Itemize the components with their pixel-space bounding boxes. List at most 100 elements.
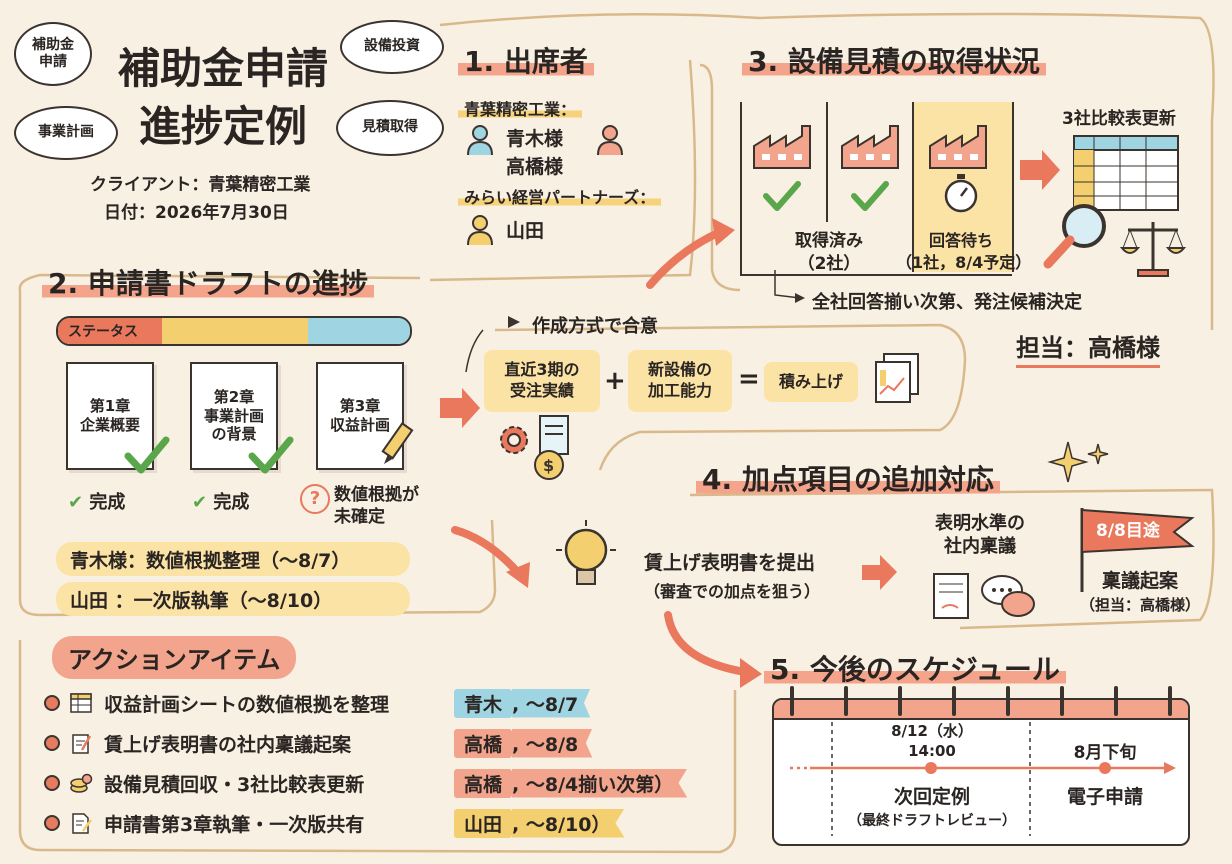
assignment-yamada: 山田 ：一次版執筆（～8/10） xyxy=(56,582,410,616)
timeline-line xyxy=(790,722,1176,836)
bullet-dot xyxy=(44,695,60,711)
topic-cloud-quotes: 見積取得 xyxy=(336,100,444,156)
chapter-3-status: 数値根拠が 未確定 xyxy=(334,485,419,528)
schedule-event-1-date: 8/12（水） 14:00 xyxy=(891,722,973,760)
chapter-2-status: ✔ 完成 xyxy=(192,492,250,513)
quotes-divider xyxy=(826,102,828,222)
client-name: クライアント：青葉精密工業 xyxy=(90,175,311,195)
pencil-icon xyxy=(381,422,414,464)
quotes-owner: 担当：高橋様 xyxy=(1016,328,1160,368)
action-item-due: , ～8/10） xyxy=(512,808,625,838)
action-item: 設備見積回収・3社比較表更新 高橋 , ～8/4揃い次第） xyxy=(44,768,688,798)
schedule-event-2-date: 8月下旬 xyxy=(1073,743,1137,763)
assignment-aoki: 青木様：数値根拠整理（～8/7） xyxy=(56,542,410,576)
attendees-heading: 1. 出席者 xyxy=(458,40,594,80)
formula-past-orders: 直近3期の 受注実績 xyxy=(484,350,600,412)
action-item-owner: 山田 xyxy=(454,808,513,838)
action-item-due: , ～8/4揃い次第） xyxy=(512,768,688,798)
action-item-due: , ～8/7 xyxy=(512,688,591,718)
action-item: 収益計画シートの数値根拠を整理 青木 , ～8/7 xyxy=(44,688,591,718)
quotes-waiting-label: 回答待ち （1社，8/4予定） xyxy=(896,231,1032,273)
bonus-heading: 4. 加点項目の追加対応 xyxy=(696,458,1000,498)
magnifier-icon xyxy=(1043,204,1106,269)
bullet-dot xyxy=(44,775,60,791)
factory-icon xyxy=(841,125,899,169)
calendar-header-bar xyxy=(774,700,1188,720)
scales-icon xyxy=(1119,222,1187,277)
gear-icon xyxy=(500,426,528,454)
bonus-submit: 賃上げ表明書を提出 xyxy=(644,552,816,574)
org2-label: みらい経営パートナーズ： xyxy=(458,184,662,208)
action-item-text: 設備見積回収・3社比較表更新 xyxy=(104,773,365,796)
formula-buildup: 積み上げ xyxy=(764,362,858,402)
quotes-panel xyxy=(740,102,1012,276)
bullet-dot xyxy=(44,815,60,831)
action-item-text: 申請書第3章執筆・一次版共有 xyxy=(104,813,365,836)
topic-cloud-investment: 設備投資 xyxy=(340,20,444,74)
sparkle-icon xyxy=(1047,441,1109,483)
attendee-yamada: 山田 xyxy=(506,220,545,242)
document-signature-icon xyxy=(933,573,1035,619)
person-icon-yellow xyxy=(467,215,493,246)
flag-icon xyxy=(1080,508,1195,592)
bonus-approval-owner: （担当：高橋様） xyxy=(1080,596,1201,614)
quotes-heading: 3. 設備見積の取得状況 xyxy=(742,40,1046,80)
action-item-owner: 高橋 xyxy=(454,728,513,758)
person-icon-orange xyxy=(597,125,623,156)
status-bar-progress xyxy=(162,318,308,344)
clipboard-icon xyxy=(72,734,92,754)
attendee-takahashi: 高橋様 xyxy=(506,156,564,178)
factory-icon xyxy=(753,125,811,169)
draft-heading: 2. 申請書ドラフトの進捗 xyxy=(42,262,374,302)
check-icon xyxy=(124,436,170,474)
money-icon: $ xyxy=(534,450,564,480)
stacked-documents-icon xyxy=(875,353,919,403)
status-bar-done: ステータス xyxy=(58,318,162,344)
status-bar: ステータス xyxy=(56,316,412,346)
schedule-event-2-label: 電子申請 xyxy=(1066,786,1143,808)
schedule-event-1-label: 次回定例 xyxy=(893,786,970,808)
attendee-aoki: 青木様 xyxy=(506,128,564,150)
bonus-internal-approval: 表明水準の 社内稟議 xyxy=(935,513,1025,558)
comparison-table-icon xyxy=(1073,135,1179,211)
person-icon-blue xyxy=(467,125,493,156)
action-item-text: 収益計画シートの数値根拠を整理 xyxy=(104,693,390,716)
chapter-1-status: ✔ 完成 xyxy=(68,492,126,513)
actions-heading: アクションアイテム xyxy=(52,636,297,679)
action-item-owner: 高橋 xyxy=(454,768,513,798)
bullet-dot xyxy=(44,735,60,751)
compare-table-label: 3社比較表更新 xyxy=(1062,109,1176,129)
schedule-calendar xyxy=(772,698,1190,846)
schedule-event-1-note: （最終ドラフトレビュー） xyxy=(848,813,1016,829)
bonus-submit-note: （審査での加点を狙う） xyxy=(644,582,821,601)
topic-cloud-plan: 事業計画 xyxy=(14,106,118,160)
method-label: 作成方式で合意 xyxy=(532,316,658,337)
factory-icon xyxy=(929,125,987,169)
question-icon: ? xyxy=(300,484,330,514)
action-item-owner: 青木 xyxy=(454,688,513,718)
plus-sign: + xyxy=(604,366,626,396)
bonus-deadline-flag: 8/8目途 xyxy=(1096,521,1160,541)
check-icon xyxy=(248,436,294,474)
spreadsheet-icon xyxy=(70,693,92,713)
action-item: 申請書第3章執筆・一次版共有 山田 , ～8/10） xyxy=(44,808,625,838)
status-bar-remaining xyxy=(308,318,410,344)
page-title: 補助金申請 進捗定例 xyxy=(117,44,328,151)
action-item: 賃上げ表明書の社内稟議起案 高橋 , ～8/8 xyxy=(44,728,593,758)
meeting-date: 日付：2026年7月30日 xyxy=(104,203,289,223)
timeline-marker xyxy=(925,762,937,774)
quotes-next-step: 全社回答揃い次第、発注候補決定 xyxy=(812,292,1082,313)
check-icon xyxy=(851,181,889,211)
timeline-marker xyxy=(1099,762,1111,774)
action-item-due: , ～8/8 xyxy=(512,728,593,758)
calendar-rings xyxy=(790,686,1172,716)
check-icon xyxy=(763,181,801,211)
equals-sign: = xyxy=(738,364,760,394)
action-item-text: 賃上げ表明書の社内稟議起案 xyxy=(104,733,352,756)
topic-cloud-subsidy: 補助金 申請 xyxy=(14,22,92,86)
stopwatch-icon xyxy=(944,174,978,213)
svg-text:$: $ xyxy=(543,456,554,475)
schedule-heading: 5. 今後のスケジュール xyxy=(764,648,1066,688)
formula-new-capacity: 新設備の 加工能力 xyxy=(628,350,732,412)
